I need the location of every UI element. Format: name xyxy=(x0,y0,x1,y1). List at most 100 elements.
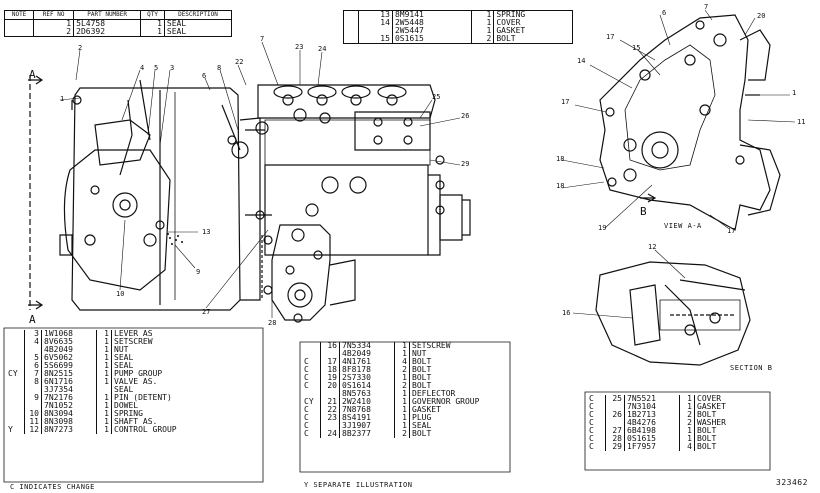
cell-ref xyxy=(24,386,42,394)
cell-qty: 1 xyxy=(394,414,410,422)
cell-part: 4B2049 xyxy=(339,350,395,358)
callout-1: 1 xyxy=(60,95,65,103)
cell-ref: 20 xyxy=(320,382,340,390)
cell-desc: GOVERNOR GROUP xyxy=(412,397,480,406)
cell-part: 1W1068 xyxy=(41,330,97,338)
cell-qty: 1 xyxy=(394,350,410,358)
cell-note: Y xyxy=(6,426,25,434)
cell-part: 8N3098 xyxy=(41,418,97,426)
cell-ref: 10 xyxy=(24,410,42,418)
cell-part: 8N2515 xyxy=(41,370,97,378)
callout-25: 25 xyxy=(432,93,441,101)
cell-part: 8N5763 xyxy=(339,390,395,398)
cell-qty: 1 xyxy=(96,354,112,362)
cell-qty: 1 xyxy=(96,346,112,354)
cell-note xyxy=(6,410,25,418)
cell-note xyxy=(302,390,321,398)
cell-note xyxy=(6,330,25,338)
cell-ref: 12 xyxy=(24,426,42,434)
cell-desc: BOLT xyxy=(697,410,717,419)
cell-qty: 1 xyxy=(394,390,410,398)
cell-part: 2S7330 xyxy=(339,374,395,382)
cell-note: C xyxy=(302,406,321,414)
section-b-label: SECTION B xyxy=(730,364,773,372)
cell-desc: BOLT xyxy=(412,381,432,390)
cell-part: 5S6699 xyxy=(41,362,97,370)
cell-qty: 1 xyxy=(394,342,410,350)
cell-ref xyxy=(320,390,340,398)
cell-desc: WASHER xyxy=(697,418,726,427)
cell-part: 1F7957 xyxy=(624,443,680,451)
cell-part: 3J1907 xyxy=(339,422,395,430)
cell-desc: LEVER AS xyxy=(114,329,153,338)
cell-desc: BOLT xyxy=(697,434,717,443)
col-ref: REF NO xyxy=(33,10,75,20)
cell-ref xyxy=(605,403,625,411)
section-mark-a-top: A xyxy=(29,68,37,81)
cell-qty: 1 xyxy=(96,402,112,410)
section-callout-16: 16 xyxy=(562,309,571,317)
cell-desc: BOLT xyxy=(697,442,717,451)
cell-desc: SEAL xyxy=(412,421,432,430)
cell-qty: 1 xyxy=(96,370,112,378)
cell-qty: 2 xyxy=(394,430,410,438)
cell-desc: BOLT xyxy=(697,426,717,435)
cell-note xyxy=(6,386,25,394)
cell-desc: GASKET xyxy=(412,405,441,414)
cell-ref: 19 xyxy=(320,374,340,382)
cell-note: C xyxy=(302,366,321,374)
cell-note: C xyxy=(587,403,606,411)
cell-note: CY xyxy=(6,370,25,378)
cell-part: 0S1615 xyxy=(624,435,680,443)
callout-10: 10 xyxy=(116,290,125,298)
cell-note: C xyxy=(302,382,321,390)
cell-qty: 1 xyxy=(96,378,112,386)
cell-ref: 9 xyxy=(24,394,42,402)
callout-27: 27 xyxy=(202,308,211,316)
cell-ref: 11 xyxy=(24,418,42,426)
view-callout-1: 1 xyxy=(792,89,797,97)
cell-ref: 3 xyxy=(24,330,42,338)
cell-part: 6V5062 xyxy=(41,354,97,362)
cell-desc: DEFLECTOR xyxy=(412,389,456,398)
cell-qty xyxy=(96,386,112,394)
section-mark-b: B xyxy=(640,205,648,218)
cell-note xyxy=(6,354,25,362)
table-row: 2 2D6392 1 SEAL xyxy=(4,28,232,37)
cell-note: C xyxy=(587,443,606,451)
cell-desc: SEAL xyxy=(114,361,134,370)
cell-desc: BOLT xyxy=(412,357,432,366)
col-qty: QTY xyxy=(140,10,165,20)
cell-desc: BOLT xyxy=(412,365,432,374)
cell-qty: 1 xyxy=(96,394,112,402)
cell-note xyxy=(6,346,25,354)
cell-qty: 2 xyxy=(394,366,410,374)
callout-6: 6 xyxy=(202,72,207,80)
cell-qty: 1 xyxy=(394,406,410,414)
cell-qty: 1 xyxy=(394,422,410,430)
cell-qty: 1 xyxy=(96,338,112,346)
cell-qty: 4 xyxy=(394,358,410,366)
cell-ref: 4 xyxy=(24,338,42,346)
callout-8: 8 xyxy=(217,64,222,72)
cell-ref: 22 xyxy=(320,406,340,414)
cell-part: 0S1614 xyxy=(339,382,395,390)
cell-qty: 1 xyxy=(679,435,695,443)
cell-desc: SETSCREW xyxy=(114,337,153,346)
